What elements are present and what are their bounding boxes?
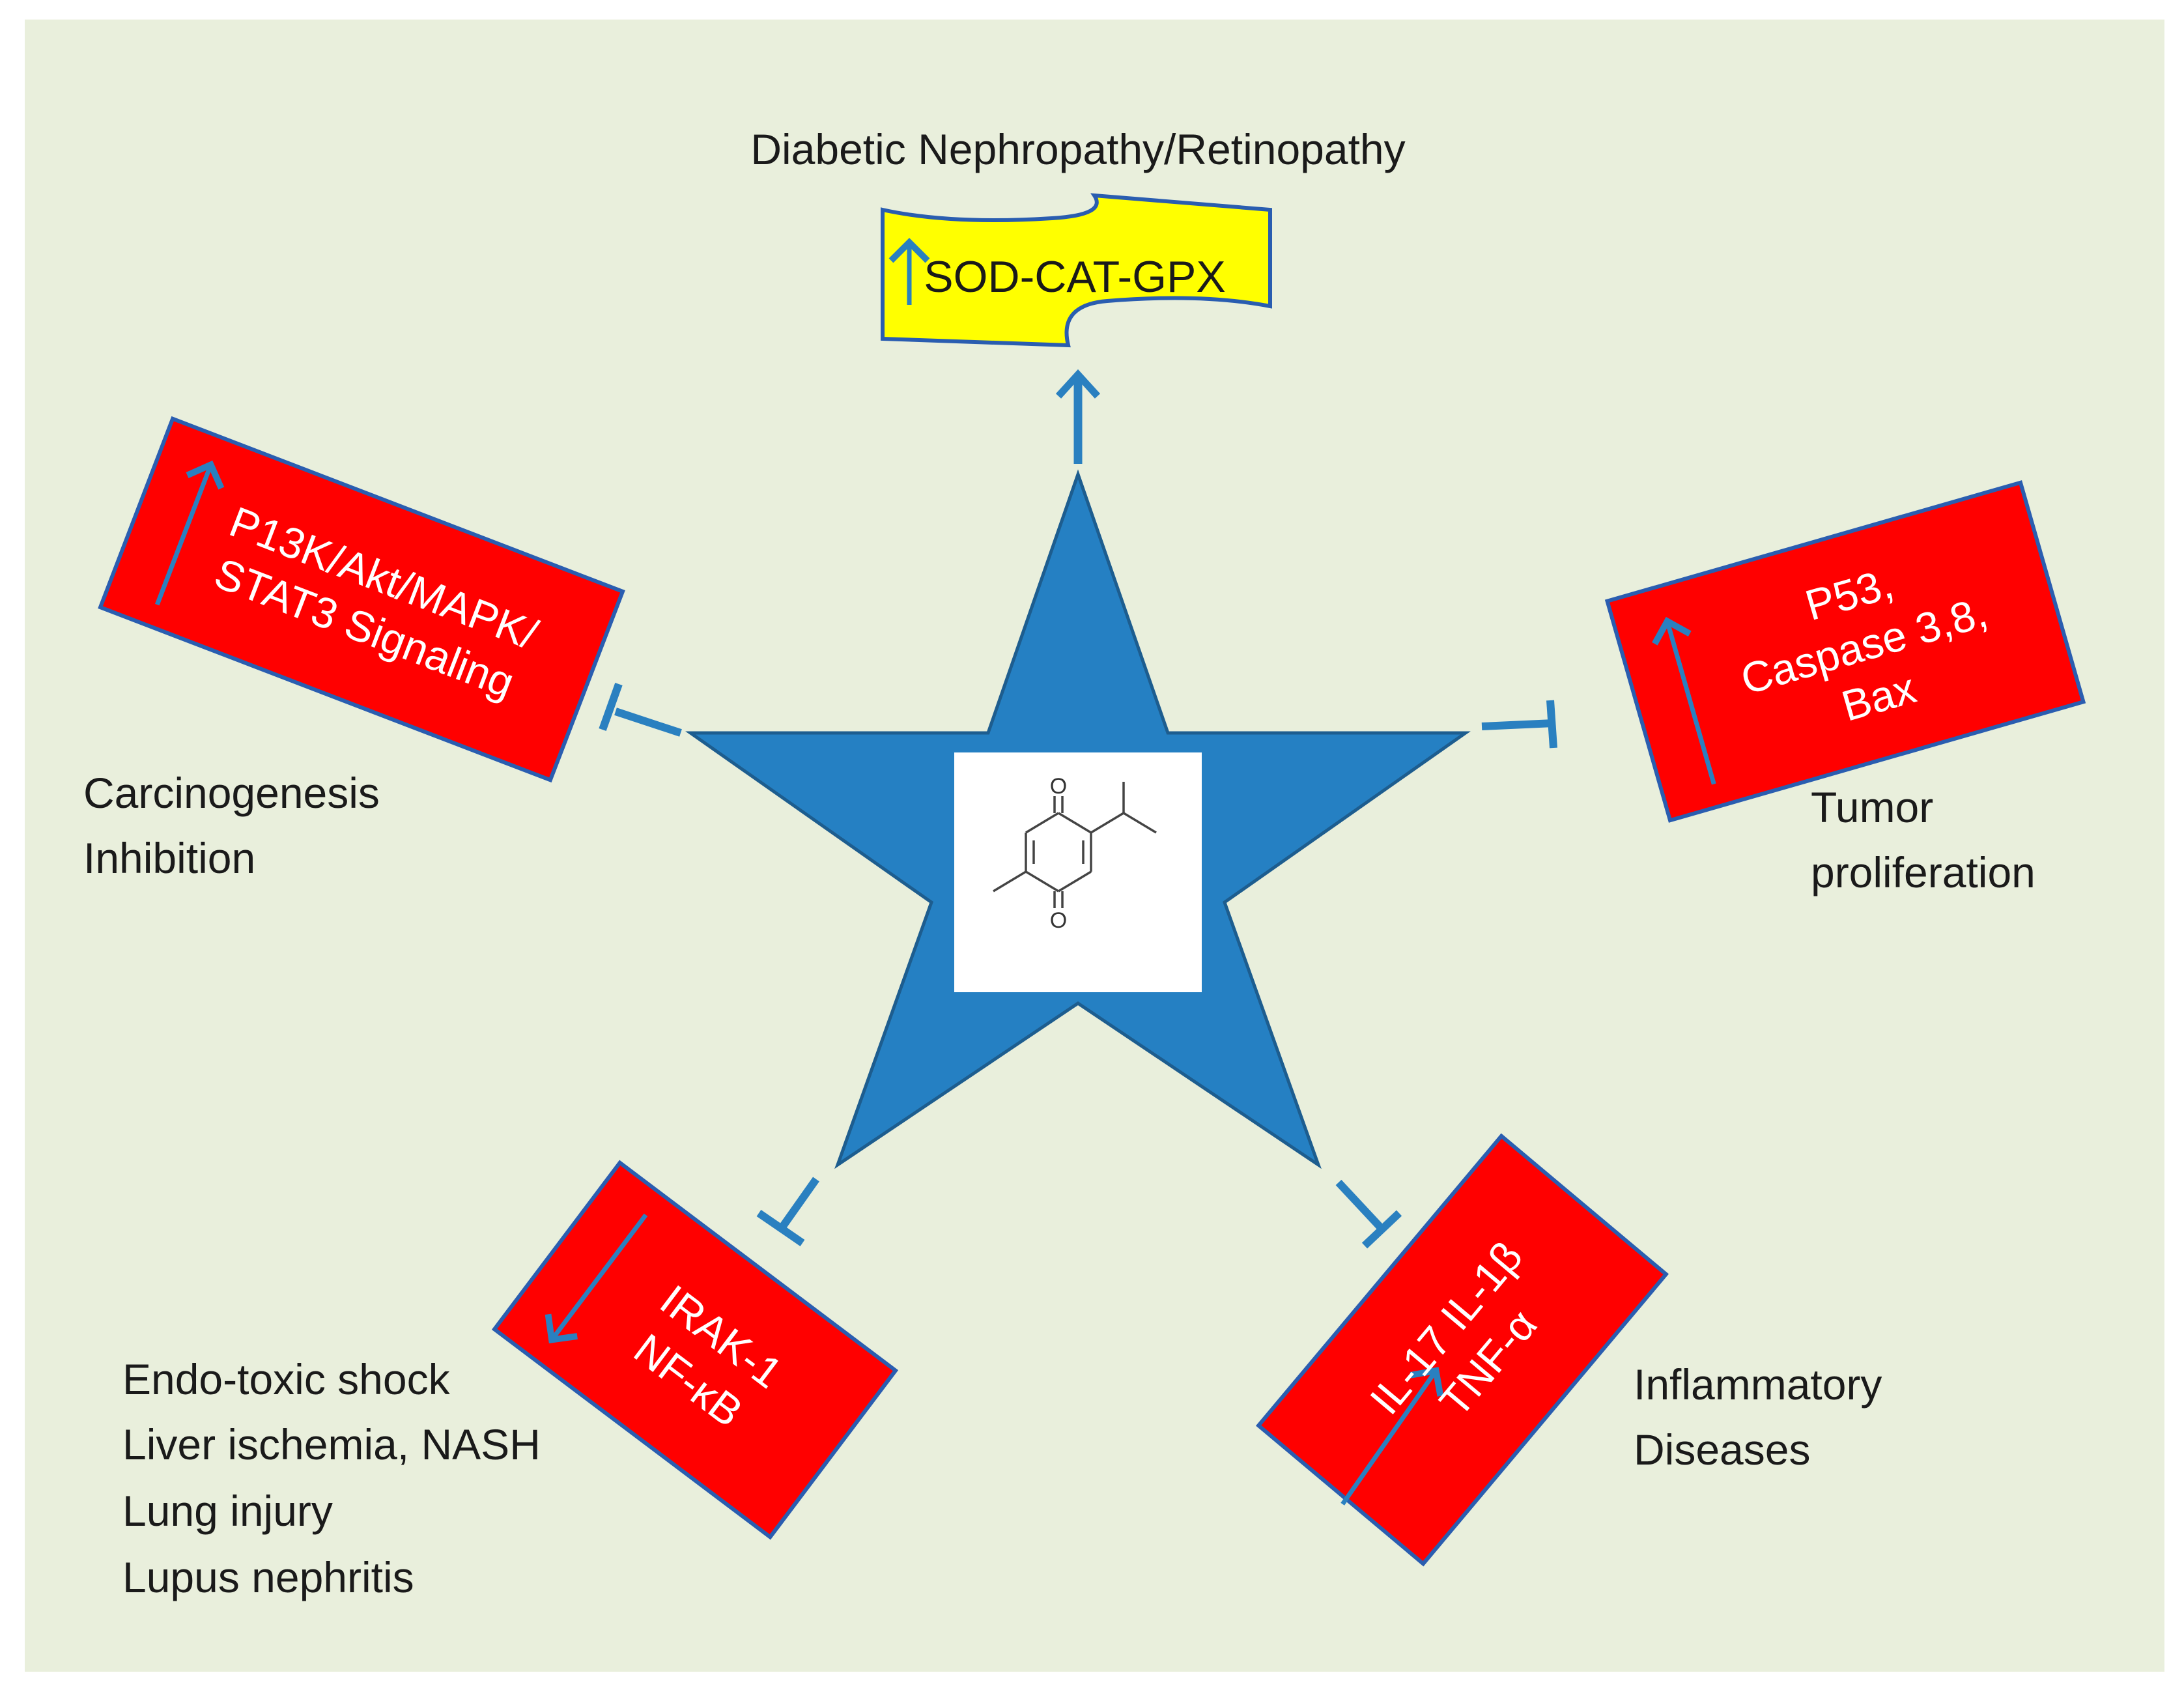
upper-right-inhibition-bar (1546, 700, 1557, 749)
thymoquinone-structure-icon (993, 782, 1157, 908)
lower-left-label-line-3: Lung injury (122, 1487, 333, 1535)
lower-left-box-group: IRAK-1 NF-κB (491, 1160, 899, 1540)
sod-banner-text: SOD-CAT-GPX (924, 252, 1225, 302)
upper-left-box (98, 416, 625, 783)
lower-left-label-line-4: Lupus nephritis (122, 1553, 414, 1601)
top-title: Diabetic Nephropathy/Retinopathy (750, 125, 1405, 173)
lower-right-down-arrow-icon (1340, 1367, 1444, 1506)
lower-left-inhibition-bar (756, 1210, 805, 1246)
upper-right-label-line-1: Tumor (1811, 783, 1933, 831)
lower-right-box (1255, 1133, 1669, 1567)
lower-left-inhibition-connector (778, 1177, 819, 1231)
upper-left-inhibition-connector (614, 708, 682, 737)
lower-right-inhibition-bar (1361, 1210, 1402, 1249)
molecule-panel (954, 752, 1202, 992)
molecule-o-top: O (1050, 774, 1067, 799)
upper-left-up-arrow-icon (154, 460, 225, 606)
molecule-o-bottom: O (1050, 908, 1067, 933)
upper-right-inhibition-connector (1481, 719, 1554, 730)
lower-right-label-line-2: Diseases (1634, 1425, 1810, 1474)
lower-right-label-line-1: Inflammatory (1634, 1360, 1882, 1409)
upper-right-box-group: P53, Caspase 3,8, Bax (1604, 480, 2086, 823)
top-arrowhead-icon (1055, 369, 1101, 399)
upper-left-label-line-1: Carcinogenesis (83, 769, 380, 817)
sod-banner (881, 193, 1272, 348)
upper-left-box-group: P13K/Akt/MAPK/ STAT3 Signaling (98, 416, 625, 783)
lower-left-label-line-2: Liver ischemia, NASH (122, 1420, 541, 1468)
upper-left-inhibition-bar (599, 682, 623, 732)
upper-left-label-line-2: Inhibition (83, 834, 255, 882)
upper-right-up-arrow-icon (1652, 616, 1716, 785)
upper-right-label-line-2: proliferation (1811, 848, 2035, 896)
upper-right-box (1604, 480, 2086, 823)
lower-left-label-line-1: Endo-toxic shock (122, 1355, 451, 1403)
lower-right-inhibition-connector (1335, 1179, 1387, 1235)
lower-left-down-arrow-icon (545, 1213, 648, 1344)
lower-left-box (491, 1160, 899, 1540)
